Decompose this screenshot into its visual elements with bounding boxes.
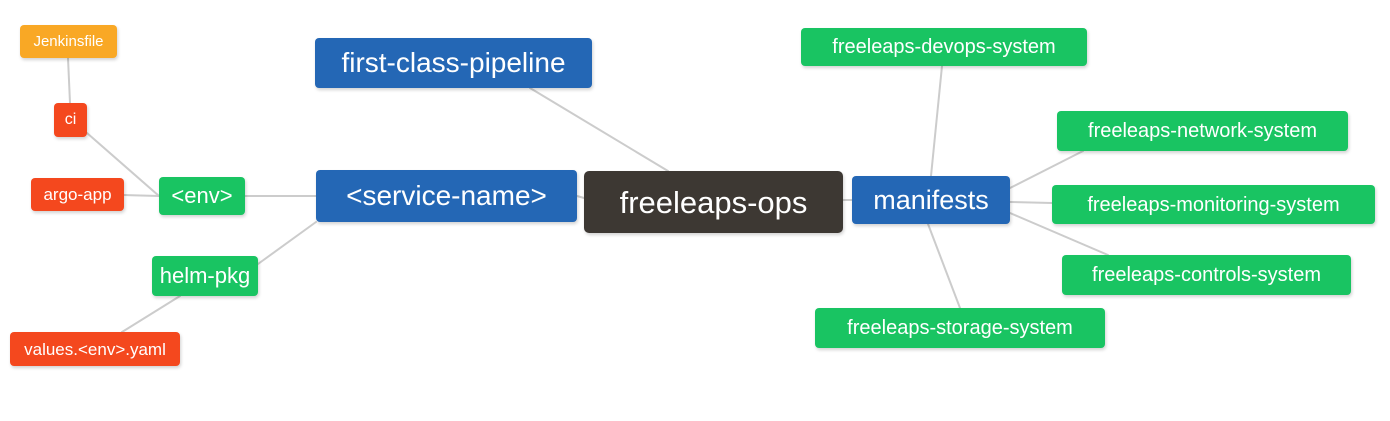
edge-manifests-to-freeleaps-storage-system <box>927 223 961 309</box>
mindmap-node-freeleaps-storage-system[interactable]: freeleaps-storage-system <box>815 308 1105 348</box>
mindmap-node-first-class-pipeline[interactable]: first-class-pipeline <box>315 38 592 88</box>
mindmap-node-freeleaps-monitoring-system[interactable]: freeleaps-monitoring-system <box>1052 185 1375 224</box>
mindmap-node-ci[interactable]: ci <box>54 103 87 137</box>
edge-first-class-pipeline-to-freeleaps-ops <box>529 87 669 172</box>
mindmap-node-manifests[interactable]: manifests <box>852 176 1010 224</box>
edge-helm-pkg-to-values-env-yaml <box>121 295 181 333</box>
edge-manifests-to-freeleaps-monitoring-system <box>1009 201 1053 204</box>
edge-manifests-to-freeleaps-network-system <box>1009 150 1084 189</box>
mindmap-node-freeleaps-controls-system[interactable]: freeleaps-controls-system <box>1062 255 1351 295</box>
edge-service-name-to-helm-pkg <box>257 221 317 265</box>
mindmap-node-freeleaps-ops[interactable]: freeleaps-ops <box>584 171 843 233</box>
mindmap-node-freeleaps-devops-system[interactable]: freeleaps-devops-system <box>801 28 1087 66</box>
mindmap-node-argo-app[interactable]: argo-app <box>31 178 124 211</box>
mindmap-node-helm-pkg[interactable]: helm-pkg <box>152 256 258 296</box>
edge-argo-app-to-env <box>123 194 160 197</box>
edge-jenkinsfile-to-ci <box>67 57 71 104</box>
mindmap-node-values-env-yaml[interactable]: values.<env>.yaml <box>10 332 180 366</box>
mindmap-node-env[interactable]: <env> <box>159 177 245 215</box>
mindmap-node-service-name[interactable]: <service-name> <box>316 170 577 222</box>
edge-manifests-to-freeleaps-devops-system <box>930 65 943 177</box>
mindmap-node-jenkinsfile[interactable]: Jenkinsfile <box>20 25 117 58</box>
edge-service-name-to-freeleaps-ops <box>576 195 585 199</box>
mindmap-node-freeleaps-network-system[interactable]: freeleaps-network-system <box>1057 111 1348 151</box>
